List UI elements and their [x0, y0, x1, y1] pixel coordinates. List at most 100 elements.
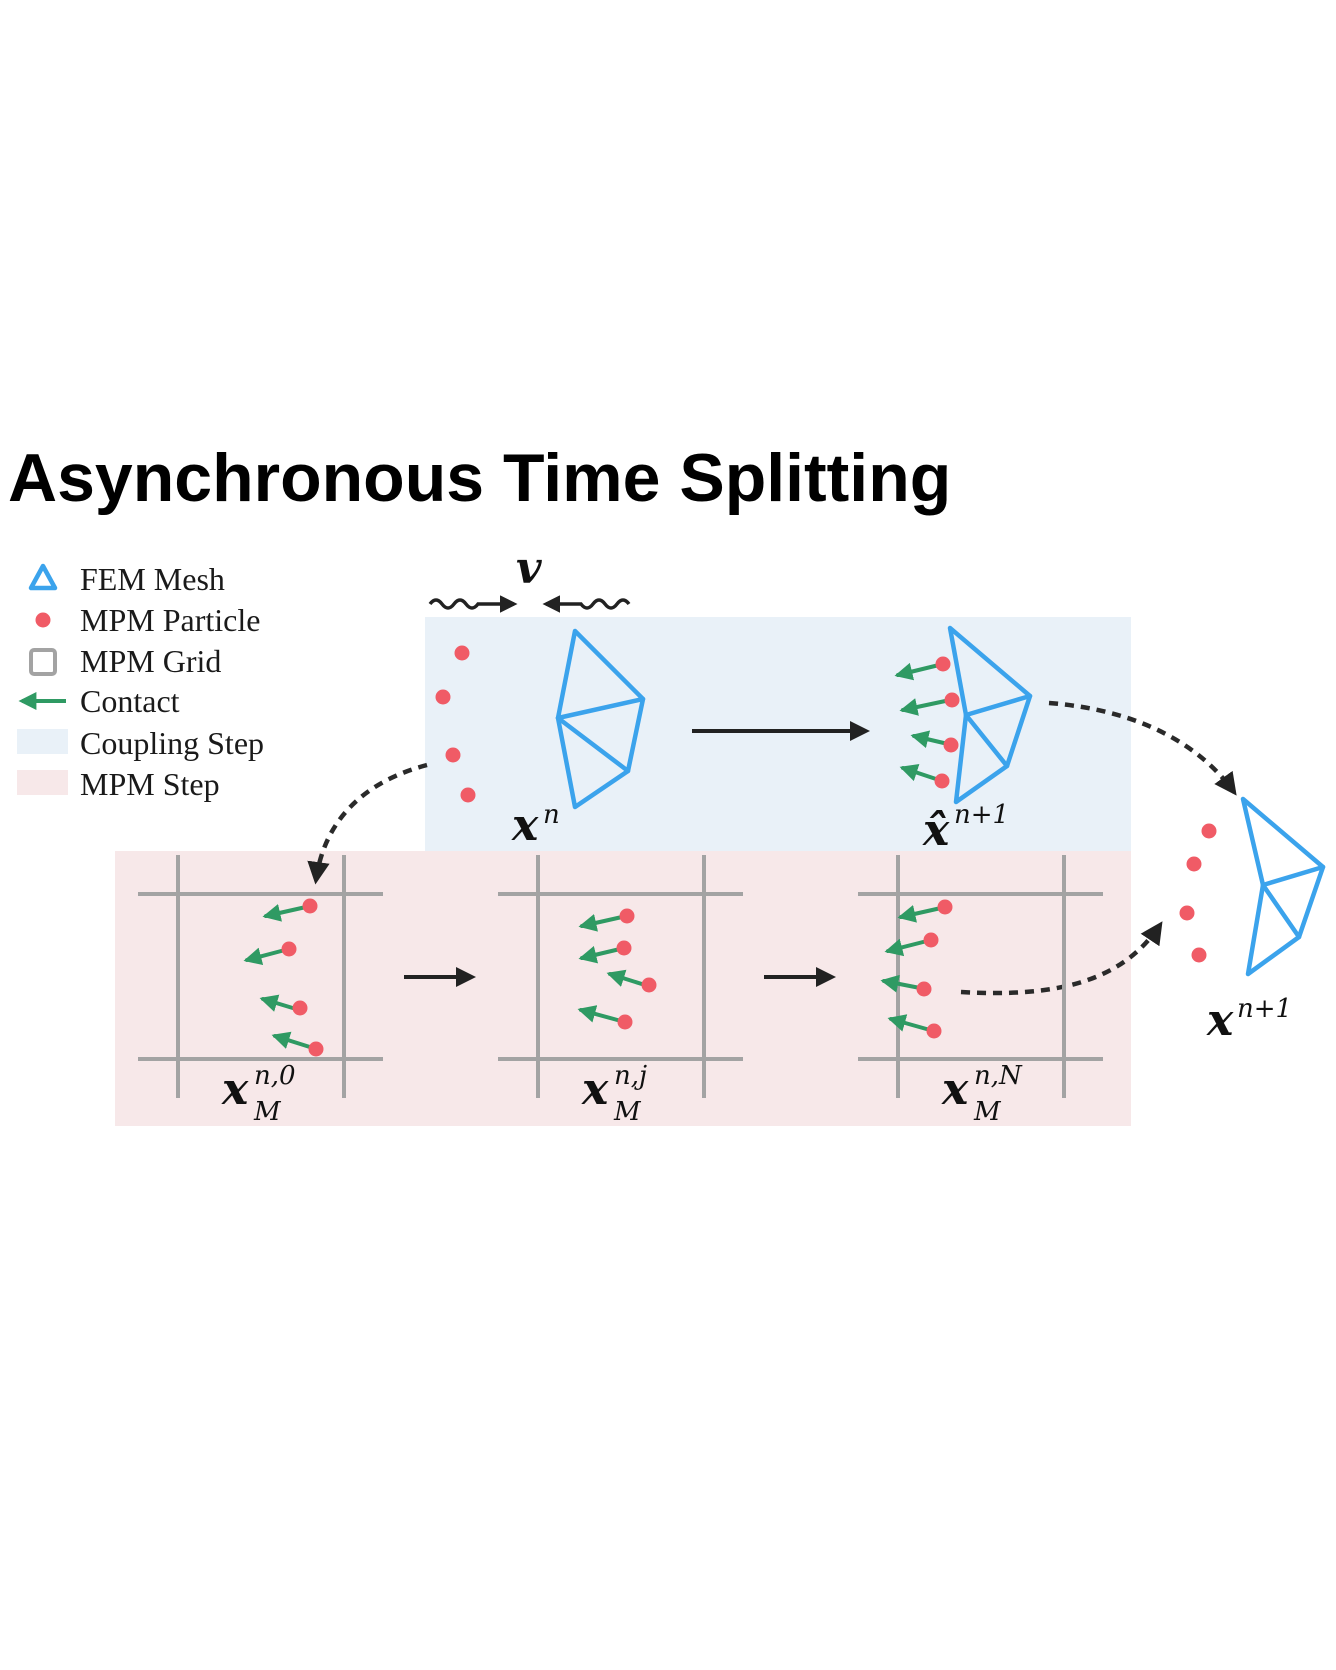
dot-icon: [35, 612, 51, 628]
particle: [937, 899, 953, 915]
particle: [934, 773, 950, 789]
contact-arrow: [262, 904, 308, 922]
contact-arrow: [577, 1005, 623, 1023]
math-sup: n,j: [614, 1061, 647, 1091]
particle: [1201, 823, 1217, 839]
particle: [445, 747, 461, 763]
legend-item-mpm-particle: MPM Particle: [35, 602, 260, 638]
legend-label: Contact: [80, 683, 180, 719]
math-base: x: [511, 800, 539, 851]
mpm-grid: [498, 855, 743, 1098]
contact-arrow: [578, 945, 622, 964]
contact-arrow: [899, 764, 941, 782]
math-sup: n+1: [954, 800, 1009, 830]
math-sub: M: [973, 1097, 1002, 1127]
contact-arrow: [259, 994, 298, 1012]
particle: [281, 941, 297, 957]
legend-label: MPM Step: [80, 766, 220, 802]
particle: [1186, 856, 1202, 872]
fem-mesh: [947, 625, 1033, 805]
contact-arrow: [897, 905, 943, 923]
contact-arrow: [899, 698, 952, 716]
particle: [435, 689, 451, 705]
particle: [454, 645, 470, 661]
final-state: x n+1: [1179, 796, 1326, 1046]
velocity-indicator: v: [428, 543, 631, 613]
legend-item-contact: Contact: [18, 683, 180, 719]
contact-arrow: [606, 969, 647, 987]
legend-label: FEM Mesh: [80, 561, 225, 597]
state-label-x-m-n-j: x n,j M: [581, 1061, 647, 1127]
legend-item-fem-mesh: FEM Mesh: [28, 561, 225, 597]
particle: [308, 1041, 324, 1057]
mpm-grid: [858, 855, 1103, 1098]
particle: [302, 898, 318, 914]
particle: [943, 737, 959, 753]
math-sup: n,0: [254, 1061, 296, 1091]
triangle-icon: [28, 563, 58, 591]
math-base: x: [221, 1064, 249, 1115]
state-label-x-m-n-N: x n,N M: [941, 1061, 1023, 1127]
particle: [617, 1014, 633, 1030]
mpm-panel-j: x n,j M: [498, 855, 743, 1127]
contact-arrow: [880, 974, 922, 993]
math-base: x̂: [922, 805, 950, 856]
particle: [944, 692, 960, 708]
math-sup: n: [543, 800, 560, 830]
legend: FEM Mesh MPM Particle MPM Grid Contact C…: [17, 561, 264, 802]
math-base: x: [1206, 995, 1234, 1046]
square-icon: [29, 648, 57, 676]
particle: [619, 908, 635, 924]
velocity-label: v: [516, 543, 542, 594]
math-sub: M: [613, 1097, 642, 1127]
particle: [926, 1023, 942, 1039]
figure-title: Asynchronous Time Splitting: [8, 440, 951, 516]
contact-arrow: [578, 914, 624, 932]
particle: [935, 656, 951, 672]
legend-label: MPM Particle: [80, 602, 260, 638]
mpm-grid: [138, 855, 383, 1098]
particle: [460, 787, 476, 803]
contact-arrow: [910, 730, 950, 749]
dashed-arrow-mpm-to-final: [960, 921, 1163, 996]
contact-arrow: [887, 1014, 932, 1032]
legend-item-mpm-step: MPM Step: [17, 766, 220, 802]
wave-arrow-right: [428, 595, 518, 613]
legend-label: MPM Grid: [80, 643, 221, 679]
particle: [1191, 947, 1207, 963]
state-label-x-m-n-0: x n,0 M: [221, 1061, 296, 1127]
coupling-step-region: [425, 617, 1131, 851]
math-sup: n+1: [1237, 994, 1292, 1024]
wave-arrow-left: [542, 595, 631, 613]
math-sup: n,N: [974, 1061, 1023, 1091]
dashed-arrow-to-final: [1048, 700, 1237, 796]
particle: [916, 981, 932, 997]
mpm-panel-N: x n,N M: [858, 855, 1103, 1127]
particle: [616, 940, 632, 956]
coupling-predicted-state: x̂ n+1: [894, 625, 1033, 856]
fem-mesh: [1240, 796, 1326, 977]
math-sub: M: [253, 1097, 282, 1127]
contact-arrow: [894, 662, 941, 681]
state-label-x-n-plus-1: x n+1: [1206, 994, 1292, 1046]
legend-item-mpm-grid: MPM Grid: [29, 643, 221, 679]
state-label-x-n: x n: [511, 800, 560, 851]
contact-arrow: [884, 938, 929, 957]
swatch-icon: [17, 770, 68, 795]
particle: [923, 932, 939, 948]
dashed-arrow-to-mpm: [307, 762, 428, 885]
mpm-panel-0: x n,0 M: [138, 855, 383, 1127]
contact-arrow: [243, 947, 287, 966]
fem-mesh: [555, 628, 646, 810]
legend-label: Coupling Step: [80, 725, 264, 761]
swatch-icon: [17, 729, 68, 754]
legend-item-coupling-step: Coupling Step: [17, 725, 264, 761]
state-label-x-hat-n-plus-1: x̂ n+1: [922, 800, 1009, 856]
mpm-step-region: [115, 851, 1131, 1126]
math-base: x: [581, 1064, 609, 1115]
particle: [1179, 905, 1195, 921]
contact-arrow: [271, 1031, 315, 1050]
particle: [641, 977, 657, 993]
math-base: x: [941, 1064, 969, 1115]
